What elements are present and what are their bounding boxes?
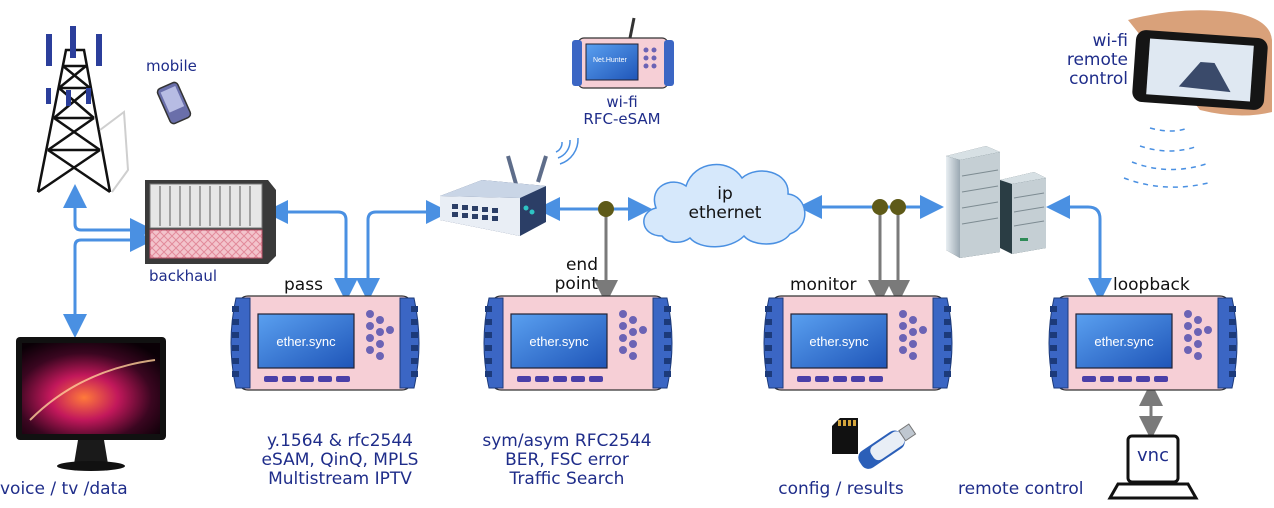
tablet-in-hand-icon xyxy=(1128,10,1272,116)
mobile-phone-icon xyxy=(156,81,192,125)
tester-screen-label: ether.sync xyxy=(809,334,869,349)
probe-links xyxy=(594,212,1163,440)
config-results-label: config / results xyxy=(778,479,904,499)
tester-screen-label: ether.sync xyxy=(529,334,589,349)
link-monitor-backhaul xyxy=(63,228,154,338)
end-desc-line3: Traffic Search xyxy=(509,469,625,490)
backhaul-rack-icon xyxy=(145,180,276,264)
cloud-label: ip ethernet xyxy=(688,184,762,224)
usb-stick-icon xyxy=(858,423,917,469)
wifi-remote-line2: remote xyxy=(1066,50,1128,71)
backhaul-label: backhaul xyxy=(149,267,218,285)
tester-loopback: ether.sync xyxy=(1048,295,1238,391)
tester-pass: ether.sync xyxy=(230,295,420,391)
tester-monitor: ether.sync xyxy=(763,295,953,391)
link-router-pass xyxy=(356,200,450,302)
endpoint-line2: point xyxy=(554,274,598,295)
end-desc-line2: BER, FSC error xyxy=(505,450,629,471)
tester-screen xyxy=(510,313,608,369)
wifi-remote-line3: control xyxy=(1069,69,1128,90)
pass-desc-line3: Multistream IPTV xyxy=(268,469,412,490)
monitor-icon xyxy=(16,337,166,471)
sd-card-icon xyxy=(832,418,858,454)
voice-tv-data-label: voice / tv /data xyxy=(0,479,128,499)
network-links xyxy=(63,184,1112,338)
loopback-label: loopback xyxy=(1113,275,1190,295)
pass-label: pass xyxy=(284,275,323,295)
mobile-label: mobile xyxy=(146,57,197,75)
pass-description: y.1564 & rfc2544 eSAM, QinQ, MPLS Multis… xyxy=(261,431,419,490)
wifi-waves-icon xyxy=(555,137,579,165)
mini-device-label: Net.Hunter xyxy=(593,57,627,64)
vnc-label: vnc xyxy=(1137,445,1169,466)
cell-tower-icon xyxy=(36,26,130,194)
end-desc-line1: sym/asym RFC2544 xyxy=(482,431,652,451)
link-server-loopback xyxy=(1046,195,1112,302)
router-icon xyxy=(440,155,548,236)
wifi-rfc-line1: wi-fi xyxy=(606,93,638,111)
link-backhaul-pass xyxy=(264,200,358,302)
mini-tester-icon xyxy=(572,17,674,89)
remote-wifi-waves-icon xyxy=(1123,127,1213,188)
wifi-remote-line1: wi-fi xyxy=(1092,31,1128,51)
cloud-icon xyxy=(643,163,806,248)
laptop-icon xyxy=(1107,434,1199,500)
tester-devices: ether.sync ether.sync ether.sync ether.sync xyxy=(230,295,1238,391)
endpoint-label: end point xyxy=(554,255,598,295)
cloud-label-line1: ip xyxy=(717,184,733,204)
remote-control-label: remote control xyxy=(958,479,1084,499)
endpoint-description: sym/asym RFC2544 BER, FSC error Traffic … xyxy=(482,431,652,490)
tester-screen-label: ether.sync xyxy=(276,334,336,349)
tester-screen-label: ether.sync xyxy=(1094,334,1154,349)
server-icon xyxy=(946,146,1046,258)
tester-endpoint: ether.sync xyxy=(483,295,673,391)
wifi-rfc-label: wi-fi RFC-eSAM xyxy=(583,94,660,128)
tap-points xyxy=(598,199,906,217)
tester-screen xyxy=(1075,313,1173,369)
wifi-remote-label: wi-fi remote control xyxy=(1066,31,1128,90)
pass-desc-line2: eSAM, QinQ, MPLS xyxy=(261,450,419,471)
wifi-rfc-line2: RFC-eSAM xyxy=(583,109,661,128)
tester-screen xyxy=(790,313,888,369)
pass-desc-line1: y.1564 & rfc2544 xyxy=(267,431,413,451)
tester-screen xyxy=(257,313,355,369)
endpoint-line1: end xyxy=(565,255,598,275)
link-tower-backhaul xyxy=(63,184,154,242)
cloud-label-line2: ethernet xyxy=(688,203,762,224)
monitor-label: monitor xyxy=(790,275,857,295)
